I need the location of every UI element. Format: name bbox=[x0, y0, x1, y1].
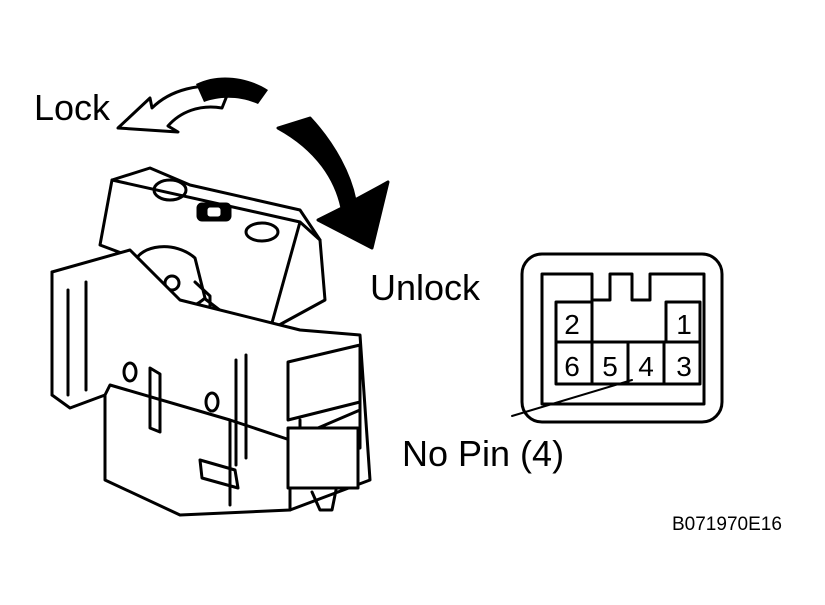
switch-right-tab bbox=[286, 426, 360, 490]
pin-label-2: 2 bbox=[564, 309, 580, 340]
connector-pin-grid bbox=[554, 300, 702, 386]
pivot-detail bbox=[193, 280, 212, 312]
switch-body-hole-right bbox=[204, 391, 220, 413]
switch-left-tab bbox=[198, 458, 240, 490]
figure-code: B071970E16 bbox=[672, 514, 782, 535]
pin-label-3: 3 bbox=[676, 351, 692, 382]
no-pin-leader-line bbox=[511, 379, 633, 417]
pin-label-6: 6 bbox=[564, 351, 580, 382]
switch-hole-left bbox=[152, 178, 188, 202]
pin-label-5: 5 bbox=[602, 351, 618, 382]
unlock-arrow bbox=[276, 116, 390, 250]
connector-housing bbox=[520, 252, 724, 424]
unlock-label: Unlock bbox=[370, 267, 481, 308]
switch-bottom-tab bbox=[310, 488, 338, 512]
lock-label: Lock bbox=[34, 87, 111, 128]
lock-arrow-head-fill bbox=[196, 77, 268, 104]
switch-body-side-rails bbox=[234, 353, 248, 467]
pin-label-1: 1 bbox=[676, 309, 692, 340]
switch-hole-right bbox=[244, 221, 280, 243]
switch-body-hole-left bbox=[122, 361, 138, 383]
switch-center-slot bbox=[148, 366, 162, 434]
pin-label-4: 4 bbox=[638, 351, 654, 382]
switch-lock-slot-inner bbox=[207, 207, 221, 217]
connector-inner-outline bbox=[540, 272, 706, 406]
switch-rocker-edge bbox=[110, 178, 322, 332]
switch-body-left-rail bbox=[50, 270, 88, 397]
no-pin-label: No Pin (4) bbox=[402, 433, 565, 474]
